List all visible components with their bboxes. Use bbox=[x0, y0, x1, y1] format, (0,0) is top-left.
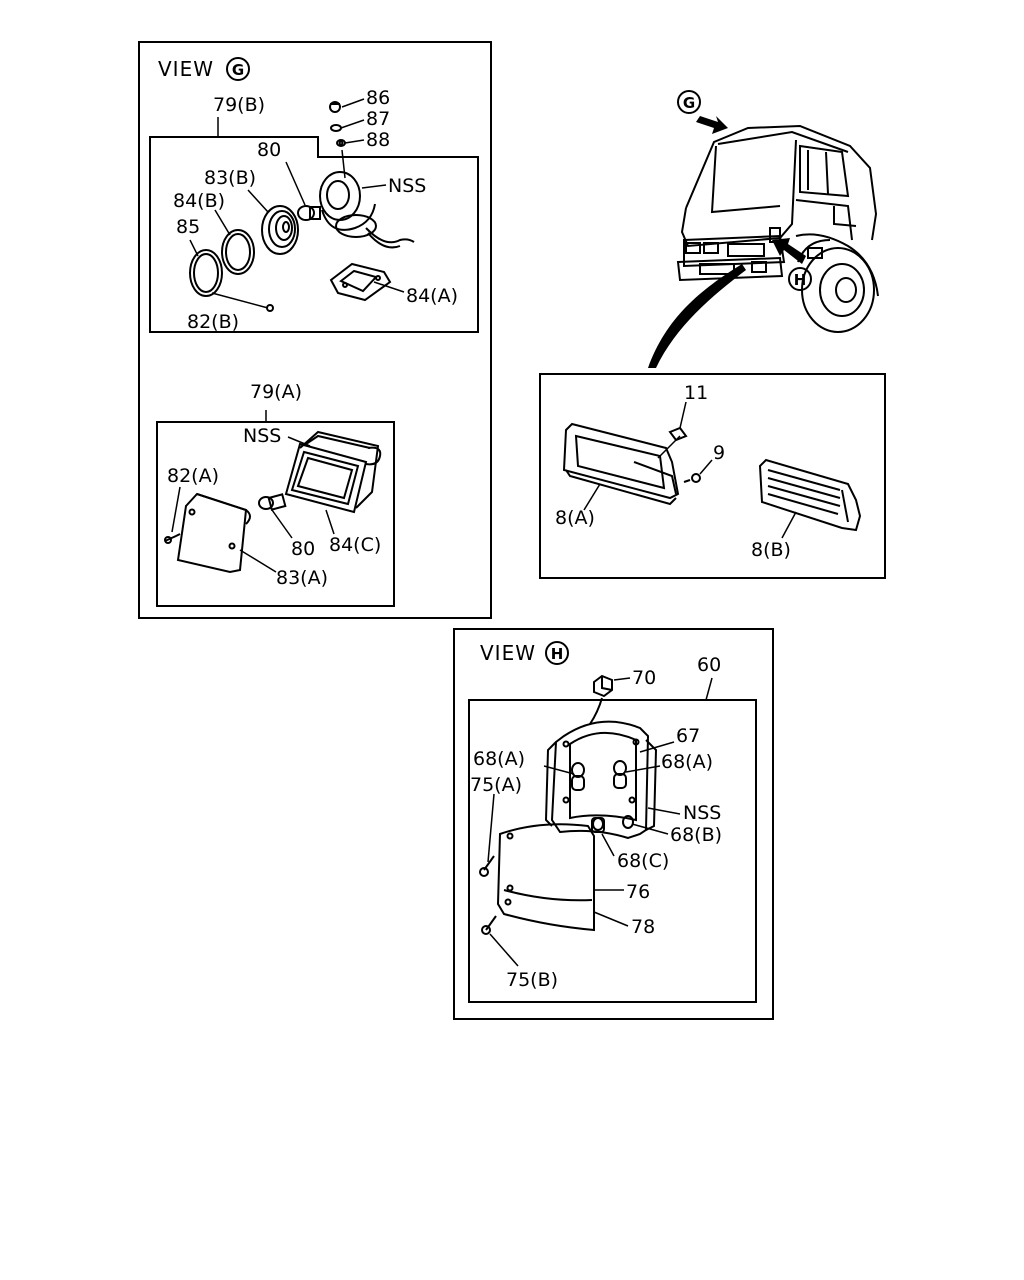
view-h-letter: H bbox=[551, 645, 564, 663]
label-82a: 82(A) bbox=[167, 465, 219, 487]
view-h-leaders bbox=[487, 677, 713, 967]
label-80-top: 80 bbox=[257, 139, 281, 161]
label-85: 85 bbox=[176, 216, 200, 238]
arrow-g-letter: G bbox=[683, 94, 695, 112]
label-8a: 8(A) bbox=[555, 507, 595, 529]
label-76: 76 bbox=[626, 881, 650, 903]
label-83b: 83(B) bbox=[204, 167, 256, 189]
label-nss-h: NSS bbox=[683, 802, 721, 824]
rect-lamp-assembly bbox=[164, 430, 382, 574]
view-g-circle-icon bbox=[226, 57, 250, 81]
label-68b: 68(B) bbox=[670, 824, 722, 846]
label-60: 60 bbox=[697, 654, 721, 676]
label-67: 67 bbox=[676, 725, 700, 747]
view-g-title: VIEW bbox=[158, 57, 214, 81]
label-83a: 83(A) bbox=[276, 567, 328, 589]
label-8b: 8(B) bbox=[751, 539, 791, 561]
arrow-h-letter: H bbox=[794, 271, 807, 289]
view-h-title: VIEW bbox=[480, 641, 536, 665]
grille-labels: 11 9 8(A) 8(B) bbox=[555, 382, 791, 561]
label-87: 87 bbox=[366, 108, 390, 130]
label-11: 11 bbox=[684, 382, 708, 404]
label-75b: 75(B) bbox=[506, 969, 558, 991]
view-g-upper-labels: 79(B) 86 87 88 80 NSS 83(B) 84(B) 85 84(… bbox=[173, 87, 458, 333]
label-88: 88 bbox=[366, 129, 390, 151]
truck-arrow-h: H bbox=[772, 238, 812, 291]
label-nss-mid: NSS bbox=[243, 425, 281, 447]
label-84b: 84(B) bbox=[173, 190, 225, 212]
arrow-h-circle-icon bbox=[788, 267, 812, 291]
view-g-lower-labels: 79(A) NSS 82(A) 80 84(C) 83(A) bbox=[167, 381, 381, 589]
round-lamp-assembly bbox=[189, 101, 415, 312]
label-86: 86 bbox=[366, 87, 390, 109]
arrow-g-circle-icon bbox=[677, 90, 701, 114]
label-70: 70 bbox=[632, 667, 656, 689]
label-68a-left: 68(A) bbox=[473, 748, 525, 770]
grille-parts bbox=[562, 422, 862, 532]
view-g-upper-leaders bbox=[189, 98, 405, 309]
label-68a-right: 68(A) bbox=[661, 751, 713, 773]
view-g-panel bbox=[138, 41, 492, 619]
view-h-header: VIEW H bbox=[480, 641, 569, 665]
view-g-lower-leaders bbox=[171, 410, 335, 573]
label-84c: 84(C) bbox=[329, 534, 381, 556]
label-79b: 79(B) bbox=[213, 94, 265, 116]
label-79a: 79(A) bbox=[250, 381, 302, 403]
label-68c: 68(C) bbox=[617, 850, 669, 872]
view-g-letter: G bbox=[232, 61, 244, 79]
label-75a: 75(A) bbox=[470, 774, 522, 796]
grille-detail-panel bbox=[539, 373, 886, 579]
view-h-labels: 70 60 67 68(A) 68(A) 75(A) NSS 68(B) 68(… bbox=[470, 654, 722, 991]
callout-wedge bbox=[648, 264, 746, 368]
view-h-panel bbox=[453, 628, 774, 1020]
label-78: 78 bbox=[631, 916, 655, 938]
label-82b: 82(B) bbox=[187, 311, 239, 333]
grille-leaders bbox=[583, 401, 797, 539]
view-h-circle-icon bbox=[545, 641, 569, 665]
view-g-header: VIEW G bbox=[158, 57, 250, 81]
label-80-mid: 80 bbox=[291, 538, 315, 560]
rear-lamp-assembly bbox=[479, 674, 658, 935]
truck-arrow-g: G bbox=[677, 90, 728, 134]
label-9: 9 bbox=[713, 442, 725, 464]
label-nss-top: NSS bbox=[388, 175, 426, 197]
label-84a: 84(A) bbox=[406, 285, 458, 307]
